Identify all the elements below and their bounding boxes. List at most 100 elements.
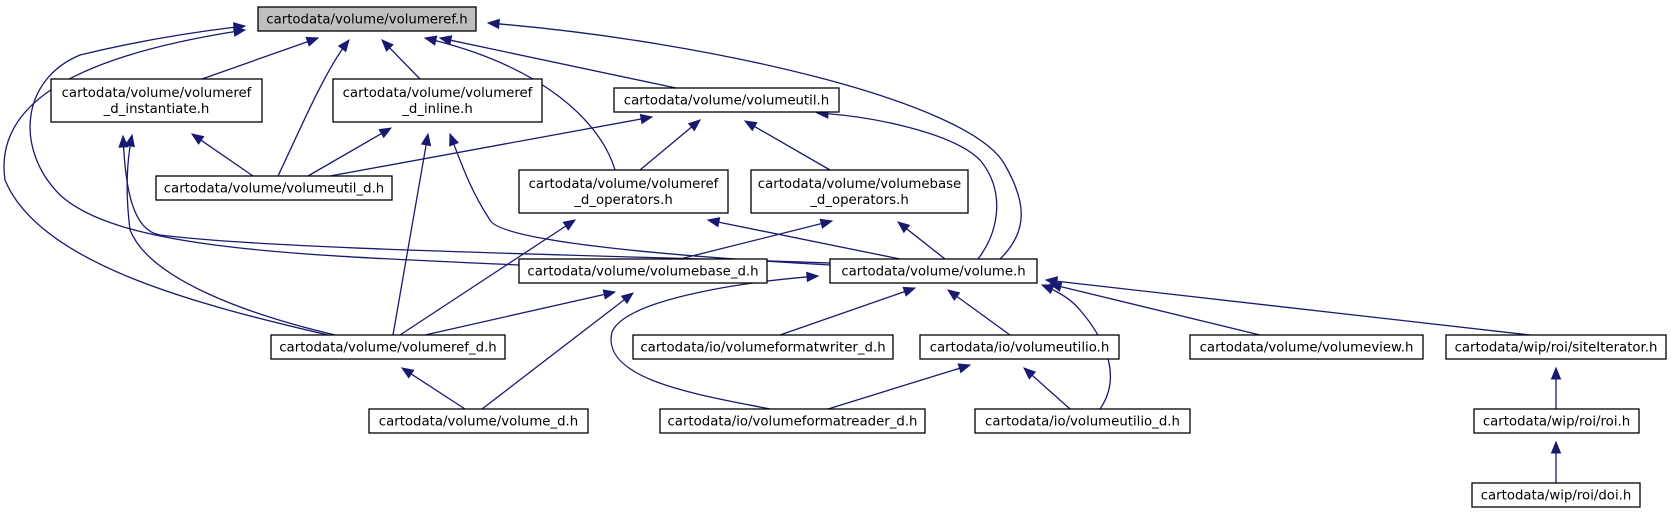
arrowhead [687,119,702,132]
edge-line [401,367,466,410]
arrowhead [1550,366,1562,380]
edge-line [639,119,701,171]
node-box [50,78,263,123]
edge-volume-to-volumeref-d-inline [449,132,831,266]
node-volumeref-d-inline[interactable]: cartodata/volume/volumeref_d_inline.h [332,78,543,123]
edge-volumebase-d-operators-to-volumeutil [743,120,831,171]
edge-line [897,221,946,260]
node-doi[interactable]: cartodata/wip/roi/doi.h [1471,482,1641,508]
node-volume[interactable]: cartodata/volume/volume.h [829,258,1038,284]
arrowhead [1550,440,1562,454]
edge-line [381,39,421,80]
node-label: cartodata/io/volumeutilio_d.h [985,415,1180,430]
node-label: cartodata/volume/volumeutil_d.h [164,182,384,197]
edge-volumeformatreader-d-to-volume [610,271,820,410]
node-volumeutilio[interactable]: cartodata/io/volumeutilio.h [919,334,1120,360]
arrowhead [819,218,834,229]
edge-volumeref-d-to-volumeref-d-instantiate [124,133,336,336]
node-volumeutil-d[interactable]: cartodata/volume/volumeutil_d.h [155,175,393,201]
edge-line [277,39,350,177]
node-volumeutil[interactable]: cartodata/volume/volumeutil.h [613,87,840,113]
arrowhead [1044,276,1059,287]
edge-volume-to-volumeref-d-operators [706,217,901,260]
node-label: cartodata/wip/roi/roi.h [1483,415,1630,430]
node-box [613,87,840,113]
node-volumebase-d-operators[interactable]: cartodata/volume/volumebase_d_operators.… [750,169,969,214]
edge-line [1041,284,1112,410]
arrowhead [957,363,972,374]
node-label: cartodata/wip/roi/siteIterator.h [1455,341,1658,356]
node-box [270,334,506,360]
node-label: cartodata/volume/volumeref [343,86,533,101]
arrowhead [420,132,432,147]
edge-volumeref-d-operators-to-volumeref [423,35,616,171]
edge-line [481,292,634,410]
arrowhead [124,133,135,148]
node-label: cartodata/io/volumeutilio.h [930,341,1110,356]
arrowhead [381,39,394,52]
edge-line [329,116,653,177]
node-label: cartodata/volume/volume_d.h [379,415,578,430]
node-volume-d[interactable]: cartodata/volume/volume_d.h [368,408,589,434]
node-box [632,334,894,360]
edge-line [307,127,392,177]
arrowhead [378,127,393,139]
edge-volume-d-to-volumebase-d [481,292,635,410]
edge-volumeformatreader-d-to-volumeutilio [827,363,972,410]
edge-line [610,275,819,410]
node-box [518,258,768,284]
node-volumeref-d-operators[interactable]: cartodata/volume/volumeref_d_operators.h [518,169,729,214]
node-label: cartodata/volume/volumeref [529,177,719,192]
node-volumeref-d[interactable]: cartodata/volume/volumeref_d.h [270,334,506,360]
node-siteiterator[interactable]: cartodata/wip/roi/siteIterator.h [1445,334,1667,360]
edge-volumebase-d-to-volumeref [29,22,520,266]
node-box [974,408,1191,434]
arrowhead [486,18,500,30]
edge-volumeutilio-d-to-volume [1040,284,1112,410]
node-box [518,169,729,214]
edge-line [399,219,576,336]
arrowhead [562,219,577,231]
node-box [829,258,1038,284]
edge-line [191,133,254,177]
edge-doi-to-roi [1550,440,1562,483]
edge-volumeview-to-volume [1048,281,1261,336]
edge-volumeref-d-to-volumeref-d-inline [392,132,432,336]
edge-line [424,291,616,336]
edge-volumeref-d-to-volumeref-d-operators [399,219,577,336]
edge-line [424,37,616,171]
node-box [1189,334,1424,360]
edge-volumeref-d-instantiate-to-volumeref [201,36,320,80]
edge-volumeutilio-d-to-volumeutilio [1023,367,1071,410]
node-volumeview[interactable]: cartodata/volume/volumeview.h [1189,334,1424,360]
node-volumebase-d[interactable]: cartodata/volume/volumebase_d.h [518,258,768,284]
node-label: _d_instantiate.h [103,102,210,117]
node-volumeformatwriter-d[interactable]: cartodata/io/volumeformatwriter_d.h [632,334,894,360]
arrowhead [449,132,460,147]
arrowhead [1023,367,1037,380]
node-volumeformatreader-d[interactable]: cartodata/io/volumeformatreader_d.h [659,408,926,434]
node-volumeutilio-d[interactable]: cartodata/io/volumeutilio_d.h [974,408,1191,434]
node-roi[interactable]: cartodata/wip/roi/roi.h [1473,408,1640,434]
edge-line [707,219,901,260]
node-volumeref-d-instantiate[interactable]: cartodata/volume/volumeref_d_instantiate… [50,78,263,123]
edge-volume-to-volumeref-d-instantiate [118,134,831,264]
node-box [750,169,969,214]
arrowhead [902,286,917,297]
arrowhead [438,35,453,46]
edge-line [679,220,833,260]
edge-volumeutil-d-to-volumeref-d-inline [307,127,393,177]
edge-line [126,134,336,336]
edge-line [3,29,329,336]
node-label: cartodata/volume/volumeref [62,86,252,101]
node-box [155,175,393,201]
arrowhead [400,367,415,379]
node-label: cartodata/volume/volumebase_d.h [527,265,758,280]
edge-line [779,287,916,336]
edge-line [439,37,677,89]
edge-volume-d-to-volumeref-d [400,367,466,410]
arrowhead [896,221,911,234]
node-label: cartodata/io/volumeformatwriter_d.h [640,341,885,356]
node-volumeref[interactable]: cartodata/volume/volumeref.h [257,6,477,32]
